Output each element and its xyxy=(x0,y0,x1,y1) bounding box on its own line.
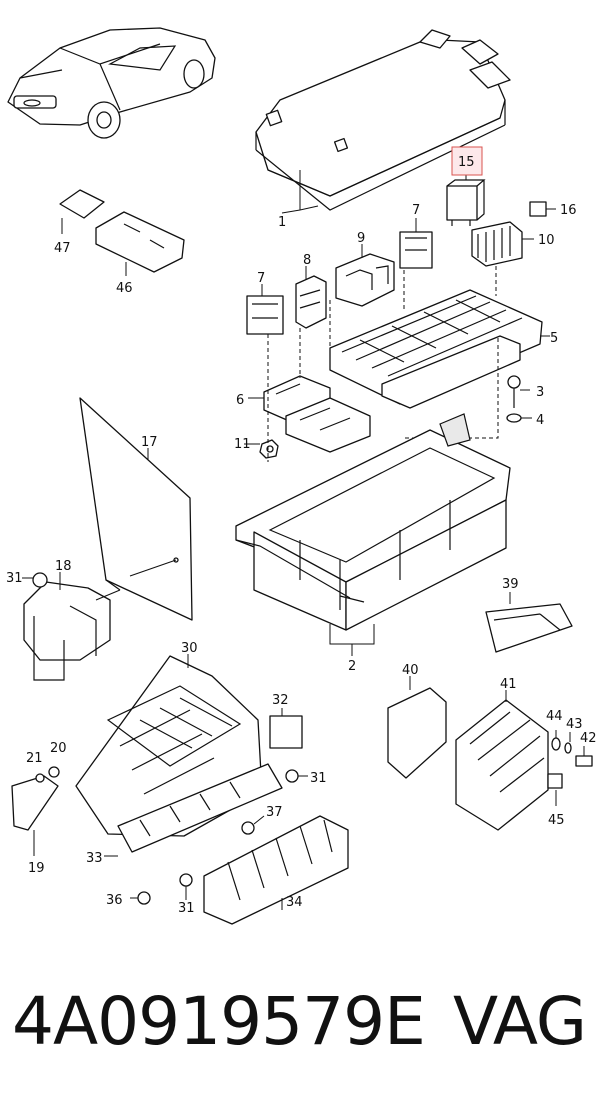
part-11-nut xyxy=(244,439,279,459)
callout-40: 40 xyxy=(402,663,419,678)
callout-1: 1 xyxy=(278,215,286,230)
callout-15: 15 xyxy=(458,155,475,170)
part-1-cover xyxy=(255,29,511,214)
part-34-relay-row xyxy=(203,815,349,925)
callout-46: 46 xyxy=(116,281,133,296)
callout-2: 2 xyxy=(348,659,356,674)
callout-3: 3 xyxy=(536,385,544,400)
part-7-relay-upper xyxy=(399,218,433,269)
callout-31-right: 31 xyxy=(310,771,327,786)
part-47-connector xyxy=(59,189,105,234)
part-4-washer xyxy=(506,413,532,423)
part-15-relay xyxy=(446,168,486,226)
callout-11: 11 xyxy=(234,437,251,452)
callout-36: 36 xyxy=(106,893,123,908)
callout-20: 20 xyxy=(50,741,67,756)
part-6-relay-base xyxy=(248,375,371,453)
callout-30: 30 xyxy=(181,641,198,656)
callout-42: 42 xyxy=(580,731,597,746)
callout-39: 39 xyxy=(502,577,519,592)
highlight-box-15 xyxy=(451,146,483,176)
callout-18: 18 xyxy=(55,559,72,574)
callout-5: 5 xyxy=(550,331,558,346)
callout-7-lower: 7 xyxy=(257,271,265,286)
callout-41: 41 xyxy=(500,677,517,692)
part-40-cover xyxy=(387,676,447,779)
callout-6: 6 xyxy=(236,393,244,408)
callout-43: 43 xyxy=(566,717,583,732)
exploded-parts-diagram: 1 2 3 4 5 6 7 7 8 9 10 11 15 16 17 18 19… xyxy=(6,27,597,925)
part-41-control-unit xyxy=(455,690,549,831)
part-16-relay xyxy=(529,201,556,217)
callout-37: 37 xyxy=(266,805,283,820)
callout-47: 47 xyxy=(54,241,71,256)
callout-32: 32 xyxy=(272,693,289,708)
part-9-relay-holder xyxy=(335,244,395,307)
part-2-housing xyxy=(235,413,511,656)
callout-9: 9 xyxy=(357,231,365,246)
callout-45: 45 xyxy=(548,813,565,828)
part-8-relay xyxy=(295,266,327,329)
callout-44: 44 xyxy=(546,709,563,724)
fasteners-group xyxy=(11,766,308,905)
part-46-connector xyxy=(95,211,185,276)
part-32-relay xyxy=(269,708,303,749)
callout-7-upper: 7 xyxy=(412,203,420,218)
car-illustration xyxy=(7,27,216,139)
callout-19: 19 xyxy=(28,861,45,876)
part-18-bracket xyxy=(22,572,121,681)
callout-16: 16 xyxy=(560,203,577,218)
part-17-cover-sheet xyxy=(79,397,193,621)
part-7-relay-lower xyxy=(246,284,284,335)
parts-42-45-fasteners xyxy=(547,730,593,806)
callout-31-bottom: 31 xyxy=(178,901,195,916)
callout-17: 17 xyxy=(141,435,158,450)
callout-34: 34 xyxy=(286,895,303,910)
part-10-relay-block xyxy=(471,221,534,267)
callout-33: 33 xyxy=(86,851,103,866)
part-3-screw xyxy=(507,375,530,408)
callout-10: 10 xyxy=(538,233,555,248)
callout-8: 8 xyxy=(303,253,311,268)
part-39-clip xyxy=(485,592,573,653)
part-number: 4A0919579E xyxy=(12,983,426,1060)
callout-4: 4 xyxy=(536,413,544,428)
callout-labels: 1 2 3 4 5 6 7 7 8 9 10 11 15 16 17 18 19… xyxy=(6,155,597,916)
part-5-relay-carrier xyxy=(329,289,550,409)
brand-name: VAG xyxy=(452,983,587,1060)
part-33-relay-rail xyxy=(104,763,283,857)
callout-31-left: 31 xyxy=(6,571,23,586)
assembly-line xyxy=(267,266,499,462)
callout-21: 21 xyxy=(26,751,43,766)
